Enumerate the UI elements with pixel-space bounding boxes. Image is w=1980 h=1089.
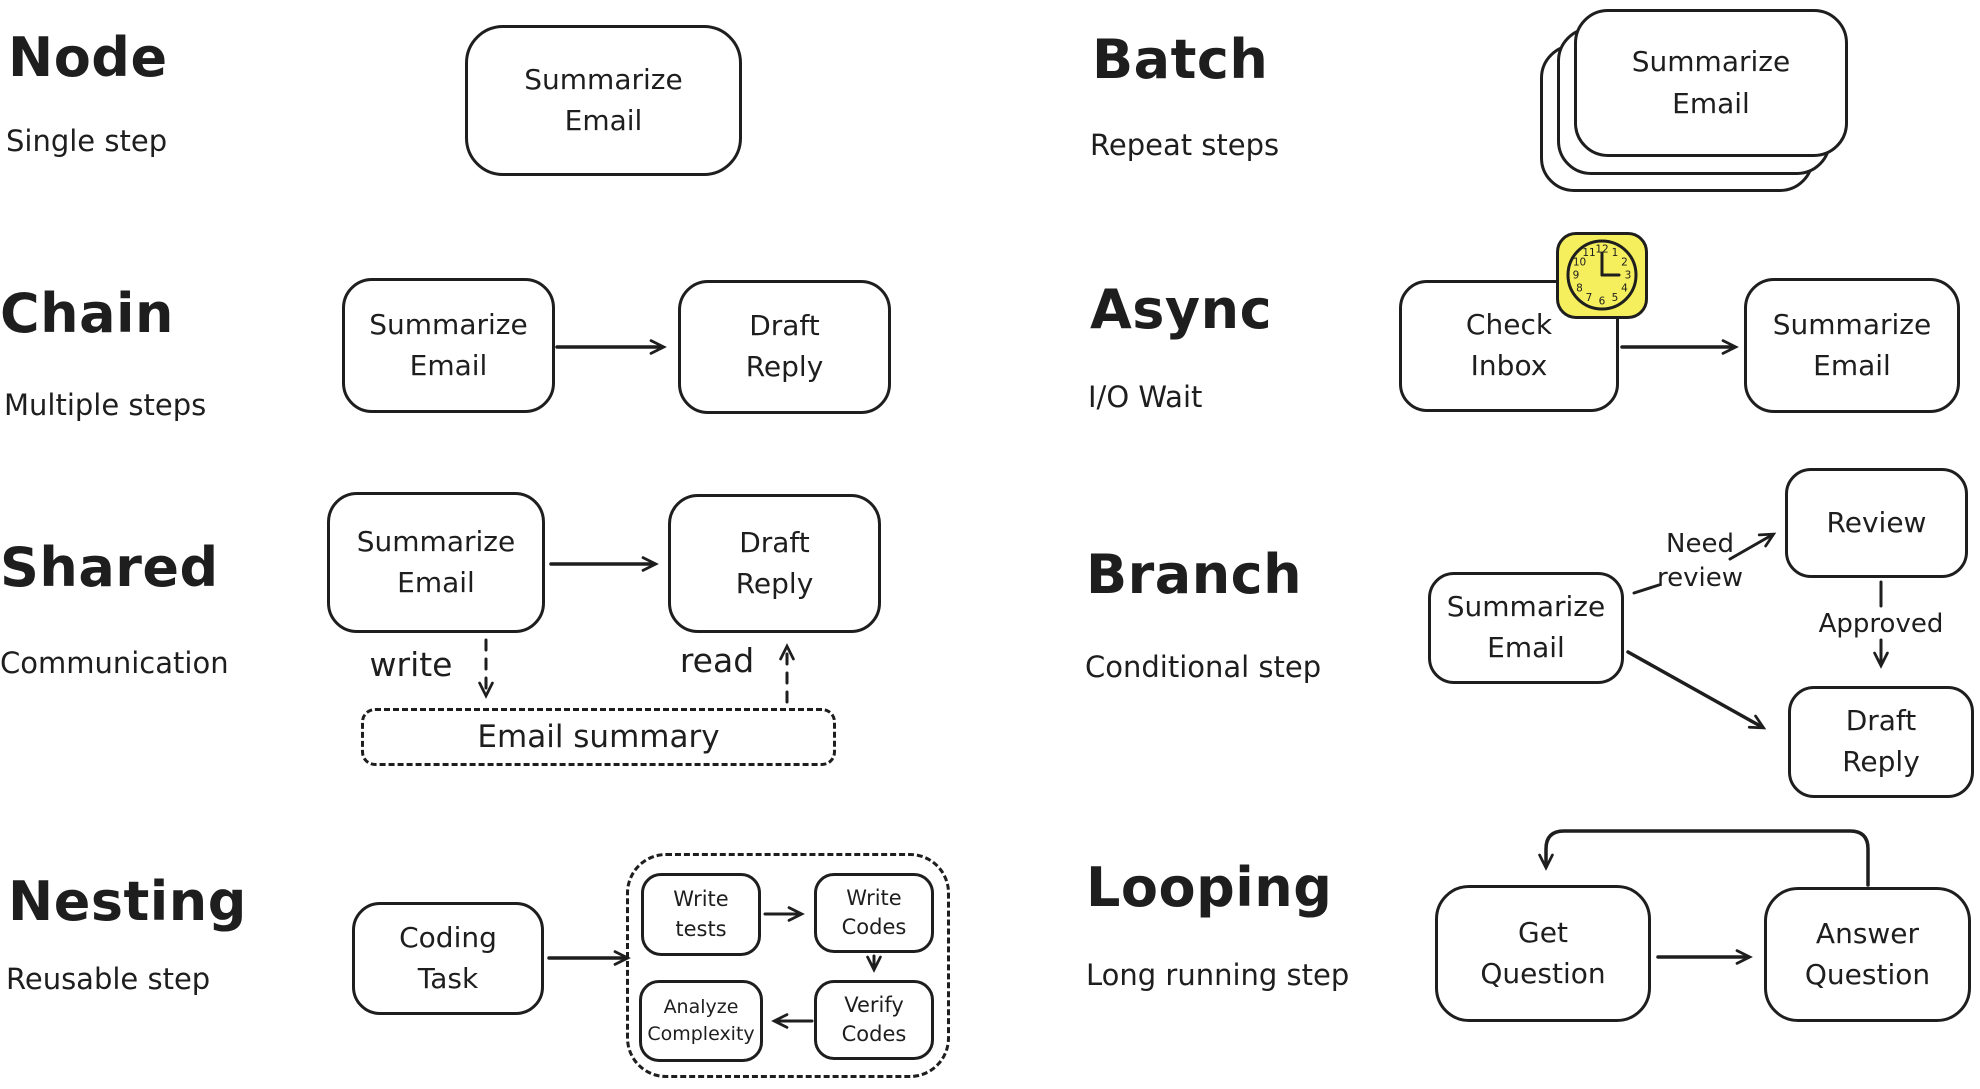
nesting-box-write-tests: Write tests [641,873,761,956]
branch-direct-arrow [1626,650,1767,730]
nesting-box-coding-task: Coding Task [352,902,544,1015]
svg-text:8: 8 [1576,283,1583,295]
branch-need-review-arrow [1728,532,1777,561]
svg-text:9: 9 [1573,270,1580,282]
nesting-box-write-codes: Write Codes [814,873,934,953]
section-subtitle-node: Single step [6,124,168,158]
section-title-batch: Batch [1092,28,1269,91]
async-box-summarize-email: Summarize Email [1744,278,1960,413]
branch-box-summarize-email: Summarize Email [1428,572,1624,684]
nesting-subflow-container [626,853,950,1078]
section-title-looping: Looping [1086,856,1333,919]
section-title-async: Async [1090,278,1273,341]
nesting-box-analyze-complexity: Analyze Complexity [639,980,763,1062]
shared-box-draft-reply: Draft Reply [668,494,881,633]
branch-box-draft-reply: Draft Reply [1788,686,1974,798]
nesting-box-verify-codes: Verify Codes [814,980,934,1060]
batch-card-front: Summarize Email [1574,9,1848,157]
shared-read-label: read [679,641,755,680]
section-title-chain: Chain [0,282,174,345]
svg-text:1: 1 [1612,247,1619,259]
svg-text:2: 2 [1621,257,1628,269]
looping-box-get-question: Get Question [1435,885,1651,1022]
svg-text:6: 6 [1599,296,1606,308]
section-subtitle-chain: Multiple steps [4,388,207,422]
looping-box-answer-question: Answer Question [1764,887,1971,1022]
section-title-nesting: Nesting [8,870,247,933]
svg-text:5: 5 [1612,292,1619,304]
chain-box-summarize-email: Summarize Email [342,278,555,413]
svg-text:3: 3 [1625,270,1632,282]
shared-store-email-summary: Email summary [361,708,836,766]
node-box-summarize-email: Summarize Email [465,25,742,176]
section-title-branch: Branch [1086,543,1303,606]
section-title-node: Node [8,26,168,89]
svg-text:7: 7 [1586,292,1593,304]
branch-box-review: Review [1785,468,1968,578]
section-subtitle-async: I/O Wait [1088,380,1203,414]
branch-need-tick [1632,583,1661,595]
svg-text:11: 11 [1582,247,1595,259]
looping-back-arrow [1538,829,1870,887]
svg-text:12: 12 [1595,244,1608,256]
section-subtitle-batch: Repeat steps [1090,128,1280,162]
section-title-shared: Shared [0,536,219,599]
section-subtitle-branch: Conditional step [1085,650,1322,684]
branch-need-review-label: Need review [1657,529,1743,593]
branch-approved-label: Approved [1818,609,1944,639]
section-subtitle-looping: Long running step [1086,958,1350,992]
shared-write-label: write [369,645,453,684]
section-subtitle-shared: Communication [0,646,229,680]
section-subtitle-nesting: Reusable step [6,962,211,996]
chain-box-draft-reply: Draft Reply [678,280,891,414]
svg-text:4: 4 [1621,283,1628,295]
svg-text:10: 10 [1573,257,1586,269]
async-box-check-inbox: Check Inbox [1399,280,1619,412]
shared-box-summarize-email: Summarize Email [327,492,545,633]
